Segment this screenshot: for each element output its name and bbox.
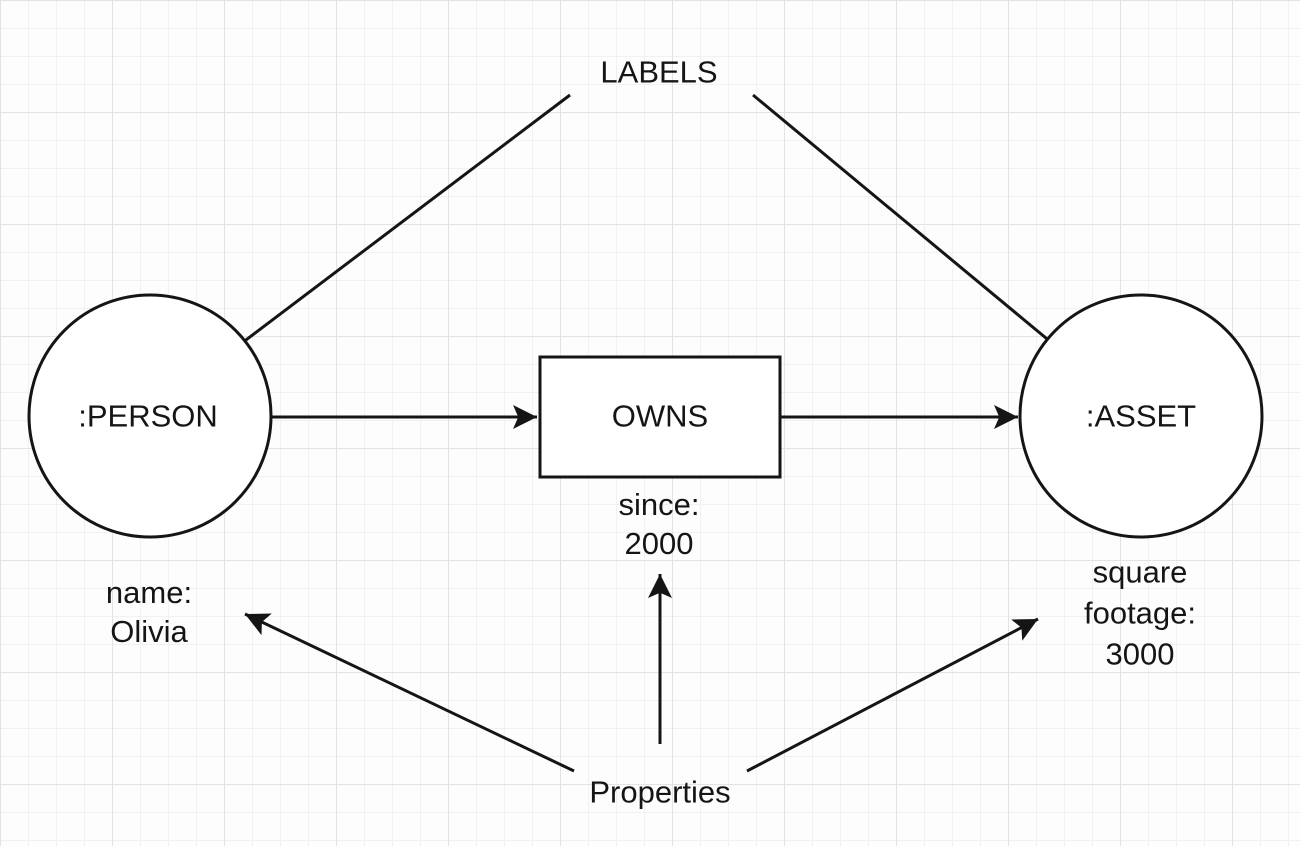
owns-property-line-1: since: <box>618 487 700 522</box>
asset-node-circle <box>1018 293 1264 539</box>
person-node-label: :PERSON <box>78 398 218 434</box>
asset-property-line-1: square <box>1092 554 1188 590</box>
owns-relationship-label: OWNS <box>611 398 709 434</box>
person-property-line-1: name: <box>105 575 193 610</box>
asset-property-line-2: footage: <box>1083 595 1197 631</box>
properties-annotation: Properties <box>589 774 731 810</box>
labels-annotation: LABELS <box>600 54 718 90</box>
asset-property-text: square footage: 3000 <box>1084 552 1196 675</box>
owns-property-line-2: 2000 <box>624 526 694 561</box>
labels-to-person-arrow <box>184 93 571 388</box>
person-property-line-2: Olivia <box>110 614 188 649</box>
person-property-text: name: Olivia <box>106 573 192 651</box>
asset-property-line-3: 3000 <box>1105 636 1175 672</box>
owns-property-text: since: 2000 <box>619 485 700 563</box>
properties-to-footage-arrow <box>746 617 1039 773</box>
owns-relationship-box <box>538 355 782 479</box>
properties-to-name-arrow <box>244 612 575 773</box>
asset-node-label: :ASSET <box>1085 398 1197 434</box>
person-node-circle <box>27 293 273 539</box>
